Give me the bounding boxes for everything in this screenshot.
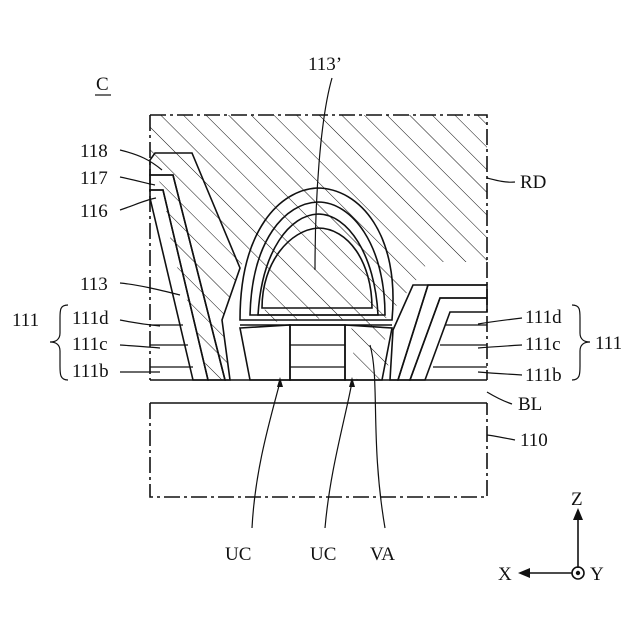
leader-111d-right [478,318,522,324]
label-111-left: 111 [12,310,39,331]
leader-uc2 [325,382,352,528]
right-layer-117 [390,285,487,380]
label-113: 113 [80,274,108,295]
arrow-uc2 [349,377,355,387]
label-111-right: 111 [595,333,622,354]
label-111b-left: 111b [72,361,109,382]
label-va: VA [370,544,395,565]
y-axis-dot [576,571,580,575]
label-uc-1: UC [225,544,251,565]
leader-rd [487,178,515,182]
view-label: C [96,74,109,95]
arrow-uc1 [277,377,283,387]
label-116: 116 [80,201,108,222]
label-118: 118 [80,141,108,162]
label-113p: 113’ [308,54,342,75]
leader-bl [487,392,512,404]
via-center-stack [290,325,345,380]
label-110: 110 [520,430,548,451]
label-111b-right: 111b [525,365,562,386]
leader-111b-right [478,372,522,375]
x-axis-arrowhead [518,568,530,578]
right-layer-116-dotted [410,298,487,380]
axis-x-label: X [498,564,512,585]
axis-y-label: Y [590,564,604,585]
label-111d-right: 111d [525,307,562,328]
label-111d-left: 111d [72,308,109,329]
label-uc-2: UC [310,544,336,565]
label-rd: RD [520,172,546,193]
leader-110 [487,435,515,440]
leader-111d-left [120,320,160,326]
leader-uc1 [252,382,280,528]
rd-hatched-region [150,115,487,380]
via-left-contact [240,325,290,380]
label-111c-right: 111c [525,334,561,355]
label-111c-left: 111c [72,334,108,355]
label-bl: BL [518,394,542,415]
label-117: 117 [80,168,108,189]
axis-z-label: Z [571,489,583,510]
brace-111-left [50,305,68,380]
substrate-110-boundary [150,403,487,497]
brace-111-right [572,305,590,380]
